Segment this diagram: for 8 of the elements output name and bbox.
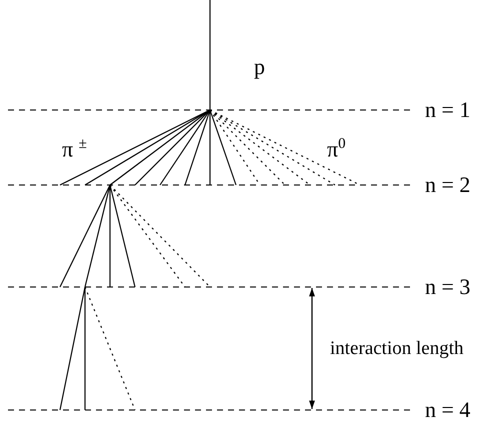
level-label: n = 2 [425,174,470,196]
level-label: n = 4 [425,399,470,421]
particle-label: π $^{±}$ [62,137,87,160]
dimension-label: interaction length [330,339,464,358]
particle-label: π$^{0}$ [327,137,346,160]
level-label: n = 3 [425,276,470,298]
particle-label: p [254,56,265,78]
level-label: n = 1 [425,99,470,121]
